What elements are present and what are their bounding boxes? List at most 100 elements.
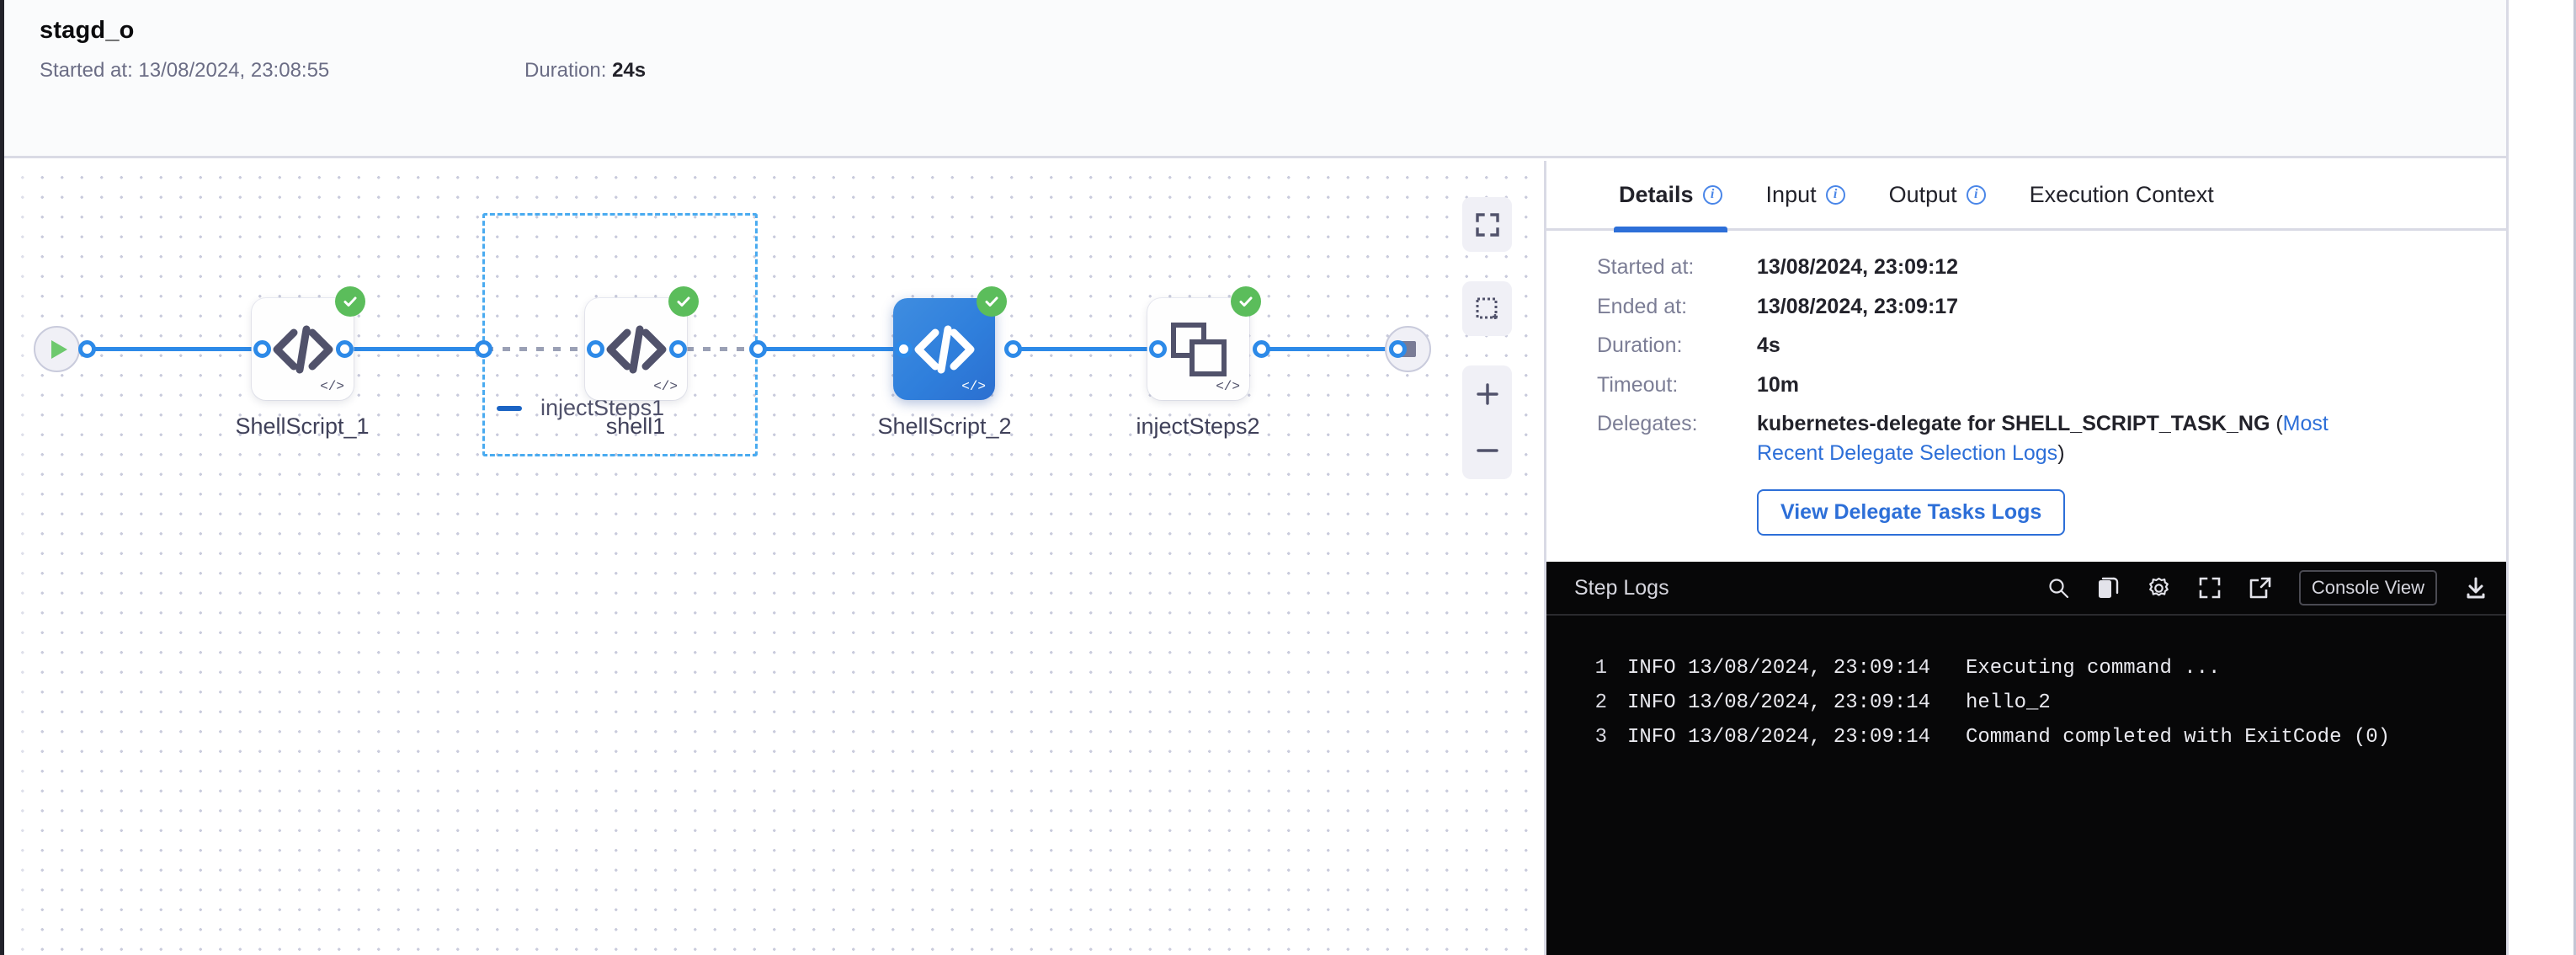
download-icon[interactable] [2464, 576, 2488, 600]
group-icon [1170, 322, 1227, 376]
tab-details-label: Details [1619, 181, 1694, 207]
panel-divider [1544, 161, 1546, 955]
detail-label-ended-at: Ended at: [1597, 294, 1688, 318]
duration-meta: Duration: 24s [524, 59, 646, 83]
port-start-out[interactable] [78, 340, 96, 358]
dashed-square-icon [1476, 297, 1498, 319]
detail-label-delegates: Delegates: [1597, 412, 1698, 435]
edge-injectsteps2-to-end [1258, 347, 1397, 351]
step-group-injectsteps1[interactable] [482, 213, 758, 456]
log-level: INFO [1627, 657, 1676, 680]
search-icon[interactable] [2047, 577, 2070, 600]
execution-header: stagd_o Started at: 13/08/2024, 23:08:55… [4, 0, 2506, 158]
port-shell1-out[interactable] [669, 340, 687, 358]
expand-icon [1475, 212, 1499, 237]
detail-value-delegates: kubernetes-delegate for SHELL_SCRIPT_TAS… [1757, 409, 2397, 467]
code-badge-icon: </> [320, 379, 344, 394]
detail-row-duration: Duration: 4s [1546, 331, 2506, 360]
detail-value-timeout: 10m [1757, 372, 1800, 397]
detail-row-delegates: Delegates: kubernetes-delegate for SHELL… [1546, 409, 2506, 467]
tab-output[interactable]: Output i [1867, 160, 2008, 230]
port-injectsteps2-in[interactable] [1149, 340, 1167, 358]
tab-details[interactable]: Details i [1597, 160, 1744, 232]
code-badge-icon: </> [961, 379, 986, 394]
external-link-icon[interactable] [2249, 576, 2272, 600]
console-header: Step Logs Console View [1546, 562, 2506, 616]
log-line-number: 2 [1594, 691, 1607, 714]
detail-label-duration: Duration: [1597, 333, 1683, 357]
log-lines[interactable]: 1 INFO 13/08/2024, 23:09:14 Executing co… [1546, 616, 2506, 755]
fullscreen-icon[interactable] [2198, 576, 2222, 600]
log-line: 1 INFO 13/08/2024, 23:09:14 Executing co… [1546, 651, 2506, 686]
gear-icon[interactable] [2147, 576, 2171, 600]
port-shell1-in[interactable] [587, 340, 604, 358]
most-recent-delegate-selection-logs-link[interactable]: Most Recent Delegate Selection Logs [1757, 412, 2329, 465]
detail-row-started-at: Started at: 13/08/2024, 23:09:12 [1546, 253, 2506, 282]
edge-group-to-shellscript2 [756, 347, 901, 351]
status-badge [977, 286, 1007, 317]
code-icon [273, 325, 333, 373]
log-line-number: 3 [1594, 726, 1607, 749]
step-label-shellscript1: ShellScript_1 [235, 413, 370, 439]
port-group-out[interactable] [749, 340, 767, 358]
detail-value-started-at: 13/08/2024, 23:09:12 [1757, 255, 1959, 279]
console-view-button[interactable]: Console View [2298, 570, 2437, 606]
info-icon[interactable]: i [1825, 184, 1845, 205]
marquee-select-button[interactable] [1462, 281, 1512, 336]
zoom-in-button[interactable] [1462, 366, 1512, 423]
log-timestamp: 13/08/2024, 23:09:14 [1688, 657, 1931, 680]
code-badge-icon: </> [1216, 379, 1240, 394]
log-timestamp: 13/08/2024, 23:09:14 [1688, 691, 1931, 714]
zoom-out-button[interactable] [1462, 423, 1512, 479]
tab-execution-context[interactable]: Execution Context [2008, 160, 2236, 230]
delegate-name-text: kubernetes-delegate for SHELL_SCRIPT_TAS… [1757, 412, 2276, 435]
detail-label-timeout: Timeout: [1597, 372, 1679, 397]
step-node-shellscript2[interactable]: </> [893, 286, 1007, 400]
status-badge [1231, 286, 1261, 317]
details-list: Started at: 13/08/2024, 23:09:12 Ended a… [1546, 231, 2506, 536]
port-group-in[interactable] [475, 340, 492, 358]
step-label-shellscript2: ShellScript_2 [877, 413, 1012, 439]
console-title: Step Logs [1574, 575, 1669, 600]
port-injectsteps2-out[interactable] [1253, 340, 1270, 358]
code-icon [606, 325, 666, 373]
port-end-in[interactable] [1389, 340, 1407, 358]
started-at-meta: Started at: 13/08/2024, 23:08:55 [40, 59, 329, 83]
port-shellscript1-out[interactable] [336, 340, 354, 358]
step-logs-console: Step Logs Console View [1546, 562, 2506, 955]
minus-icon[interactable] [497, 405, 522, 411]
tab-execution-context-label: Execution Context [2029, 181, 2214, 207]
log-message: Executing command ... [1966, 657, 2221, 680]
pipeline-graph-canvas[interactable]: injectSteps1 [4, 161, 1544, 955]
panel-tabs: Details i Input i Output i Execution Con… [1546, 160, 2506, 232]
tab-input[interactable]: Input i [1744, 160, 1867, 230]
detail-row-timeout: Timeout: 10m [1546, 371, 2506, 400]
delegate-paren-open: ( [2275, 412, 2283, 435]
port-shellscript1-in[interactable] [253, 340, 271, 358]
duration-label: Duration: [524, 59, 607, 82]
view-delegate-tasks-logs-button[interactable]: View Delegate Tasks Logs [1757, 489, 2066, 536]
log-message: Command completed with ExitCode (0) [1966, 726, 2391, 749]
fit-to-screen-button[interactable] [1462, 197, 1512, 252]
status-badge [335, 286, 365, 317]
step-label-shell1: shell1 [605, 413, 666, 439]
port-shellscript2-in[interactable] [895, 340, 913, 358]
tab-output-label: Output [1888, 181, 1957, 207]
code-badge-icon: </> [653, 379, 678, 394]
zoom-controls[interactable] [1462, 365, 1512, 479]
info-icon[interactable]: i [1702, 184, 1722, 205]
edge-start-to-shellscript1 [83, 347, 262, 351]
pipeline-start-node[interactable] [34, 326, 80, 372]
log-level: INFO [1627, 726, 1676, 749]
log-timestamp: 13/08/2024, 23:09:14 [1688, 726, 1931, 749]
detail-value-ended-at: 13/08/2024, 23:09:17 [1757, 294, 1959, 318]
info-icon[interactable]: i [1966, 184, 1986, 205]
started-at-value: 13/08/2024, 23:08:55 [138, 59, 330, 82]
log-level: INFO [1627, 691, 1676, 714]
minus-icon [1476, 449, 1498, 452]
edge-group-out-dashed [669, 347, 758, 351]
log-line: 3 INFO 13/08/2024, 23:09:14 Command comp… [1546, 720, 2506, 755]
copy-icon[interactable] [2097, 576, 2120, 600]
detail-row-ended-at: Ended at: 13/08/2024, 23:09:17 [1546, 292, 2506, 322]
port-shellscript2-out[interactable] [1004, 340, 1022, 358]
